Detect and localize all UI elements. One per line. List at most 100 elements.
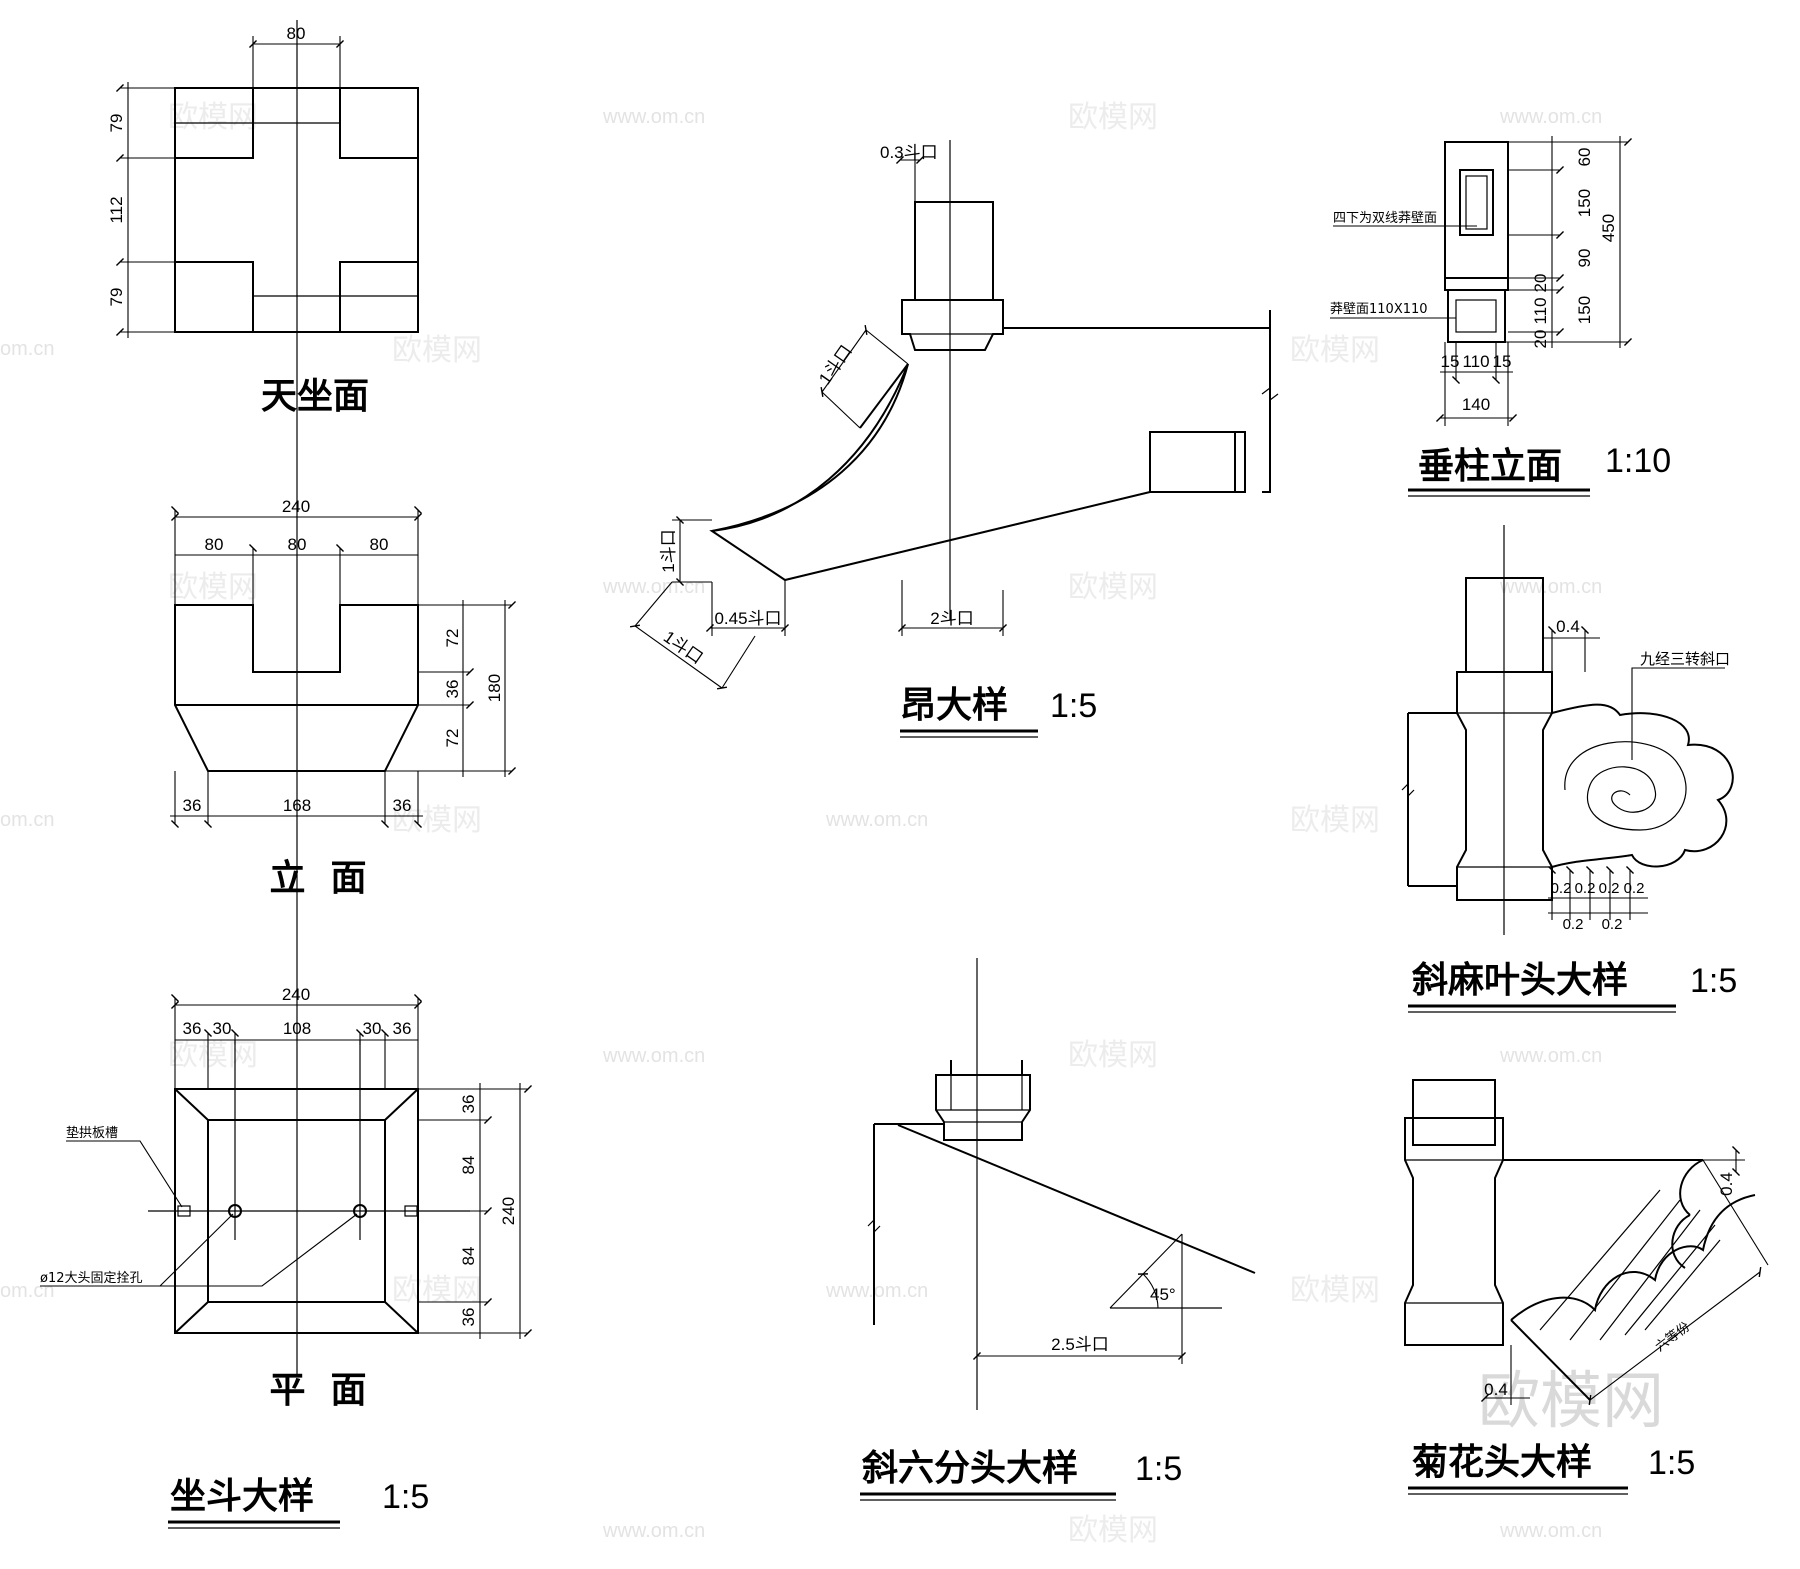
drawing-title: 斜麻叶头大样 xyxy=(1412,960,1628,1001)
drawing-title: 坐斗大样 xyxy=(170,1476,314,1517)
dim-label: 36 xyxy=(459,1308,478,1327)
dimension-line xyxy=(820,324,868,398)
column-capital xyxy=(1404,1117,1504,1346)
watermark-brand: 欧模网 xyxy=(168,570,258,605)
zuodou-elevation: 240 80 80 80 72 36 72 180 36 168 36 立 面 xyxy=(170,497,517,899)
flower-petals-lower xyxy=(1510,1194,1756,1321)
watermark-layer: 欧模网 www.om.cn 欧模网 www.om.cn om.cn 欧模网 欧模… xyxy=(0,100,1664,1548)
watermark-url: om.cn xyxy=(0,809,54,831)
dim-label: 0.4 xyxy=(1556,617,1580,636)
watermark-url: www.om.cn xyxy=(602,106,705,128)
xieliu-detail: 45° 2.5斗口 斜六分头大样 1:5 xyxy=(860,958,1256,1501)
dim-label: 240 xyxy=(282,985,310,1004)
angle-label: 45° xyxy=(1150,1285,1176,1304)
leader-line xyxy=(66,1140,183,1208)
dimension-line xyxy=(629,624,728,690)
leader-line xyxy=(159,1213,234,1287)
dim-label: 36 xyxy=(183,1019,202,1038)
watermark-url: om.cn xyxy=(0,338,54,360)
watermark-url: www.om.cn xyxy=(602,1045,705,1067)
dim-label: 0.4 xyxy=(1717,1172,1736,1196)
column-block xyxy=(914,201,994,301)
dim-label: 450 xyxy=(1599,214,1618,242)
watermark-brand: 欧模网 xyxy=(392,803,482,838)
watermark-url: www.om.cn xyxy=(825,1280,928,1302)
break-mark xyxy=(1261,386,1279,402)
extension-line xyxy=(1702,1159,1769,1266)
zuodou-top-plan: 80 79 112 79 天坐面 xyxy=(107,20,419,1375)
upper-flower-edge xyxy=(1671,1159,1704,1269)
diagonal-cut xyxy=(897,1124,1256,1274)
column-upper xyxy=(1412,1079,1496,1146)
extension-line xyxy=(634,581,673,627)
dim-label: 180 xyxy=(485,674,504,702)
dim-label: 80 xyxy=(287,24,306,43)
dim-label: 0.45斗口 xyxy=(714,609,781,628)
dim-label: 0.3斗口 xyxy=(880,143,938,162)
break-mark xyxy=(1401,782,1415,798)
dim-label: 110 xyxy=(1462,352,1489,371)
lower-edge xyxy=(1510,1319,1591,1401)
dim-label: 1斗口 xyxy=(659,529,678,572)
dim-label: 20 xyxy=(1531,330,1550,349)
capital-lines xyxy=(1405,1159,1503,1304)
dim-label: 0.4 xyxy=(1484,1380,1508,1399)
view-caption: 平 面 xyxy=(269,1370,366,1411)
ang-detail: 0.3斗口 1斗口 1斗口 1斗口 0.45斗口 2斗口 昂大样 1:5 xyxy=(629,140,1279,738)
column-stub xyxy=(950,1060,1023,1075)
dim-label: 2斗口 xyxy=(930,609,973,628)
leader-line xyxy=(40,1213,358,1287)
note-panel: 莽壁面110X110 xyxy=(1330,302,1428,317)
watermark-brand: 欧模网 xyxy=(392,1273,482,1308)
panel-lower xyxy=(1455,299,1497,333)
drawing-scale: 1:5 xyxy=(1648,1444,1695,1482)
watermark-logo: 欧模网 xyxy=(1478,1364,1664,1437)
beam-stub xyxy=(1407,712,1457,887)
plan-bevel-lines xyxy=(174,1088,419,1334)
dim-label: 30 xyxy=(363,1019,382,1038)
slot-inner-lines xyxy=(175,122,418,297)
dim-label: 72 xyxy=(443,729,462,748)
watermark-url: www.om.cn xyxy=(1499,1520,1602,1542)
dim-label: 240 xyxy=(499,1197,518,1225)
drawing-title: 昂大样 xyxy=(900,685,1008,726)
watermark-brand: 欧模网 xyxy=(1290,1273,1380,1308)
dim-label: 240 xyxy=(282,497,310,516)
watermark-url: www.om.cn xyxy=(1499,106,1602,128)
dim-label: 20 xyxy=(1531,274,1550,293)
dim-label: 79 xyxy=(107,288,126,307)
note-hole: ø12大头固定拴孔 xyxy=(40,1271,143,1286)
dim-label: 0.2 xyxy=(1602,916,1623,933)
petal-hatch xyxy=(1539,1189,1721,1341)
watermark-url: www.om.cn xyxy=(602,576,705,598)
dim-label: 72 xyxy=(443,629,462,648)
watermark-brand: 欧模网 xyxy=(1068,100,1158,135)
dim-label: 84 xyxy=(459,1156,478,1175)
dim-label: 80 xyxy=(370,535,389,554)
dim-label: 36 xyxy=(393,796,412,815)
dim-label: 1斗口 xyxy=(815,342,855,389)
bolt-hole xyxy=(353,1204,367,1218)
dim-label: 36 xyxy=(183,796,202,815)
drawing-scale: 1:5 xyxy=(382,1478,429,1516)
watermark-brand: 欧模网 xyxy=(168,1038,258,1073)
dim-label: 80 xyxy=(288,535,307,554)
pillar-upper xyxy=(1444,141,1509,279)
extension-line xyxy=(821,391,861,429)
dim-label: 84 xyxy=(459,1247,478,1266)
dim-label: 80 xyxy=(205,535,224,554)
panel-upper-outer xyxy=(1459,169,1494,236)
dim-label: 30 xyxy=(213,1019,232,1038)
dim-label: 0.2 xyxy=(1599,880,1620,897)
ang-face-line xyxy=(859,363,909,429)
dim-label: 150 xyxy=(1575,189,1594,217)
capital-lines xyxy=(1457,712,1552,868)
cloud-scroll xyxy=(1551,703,1734,868)
watermark-url: www.om.cn xyxy=(1499,1045,1602,1067)
dim-label: 15 xyxy=(1441,352,1460,371)
end-block xyxy=(1149,431,1246,493)
dim-label: 36 xyxy=(393,1019,412,1038)
note-cut: 九经三转斜口 xyxy=(1640,650,1730,668)
dim-label: 79 xyxy=(107,114,126,133)
dim-label: 36 xyxy=(443,680,462,699)
